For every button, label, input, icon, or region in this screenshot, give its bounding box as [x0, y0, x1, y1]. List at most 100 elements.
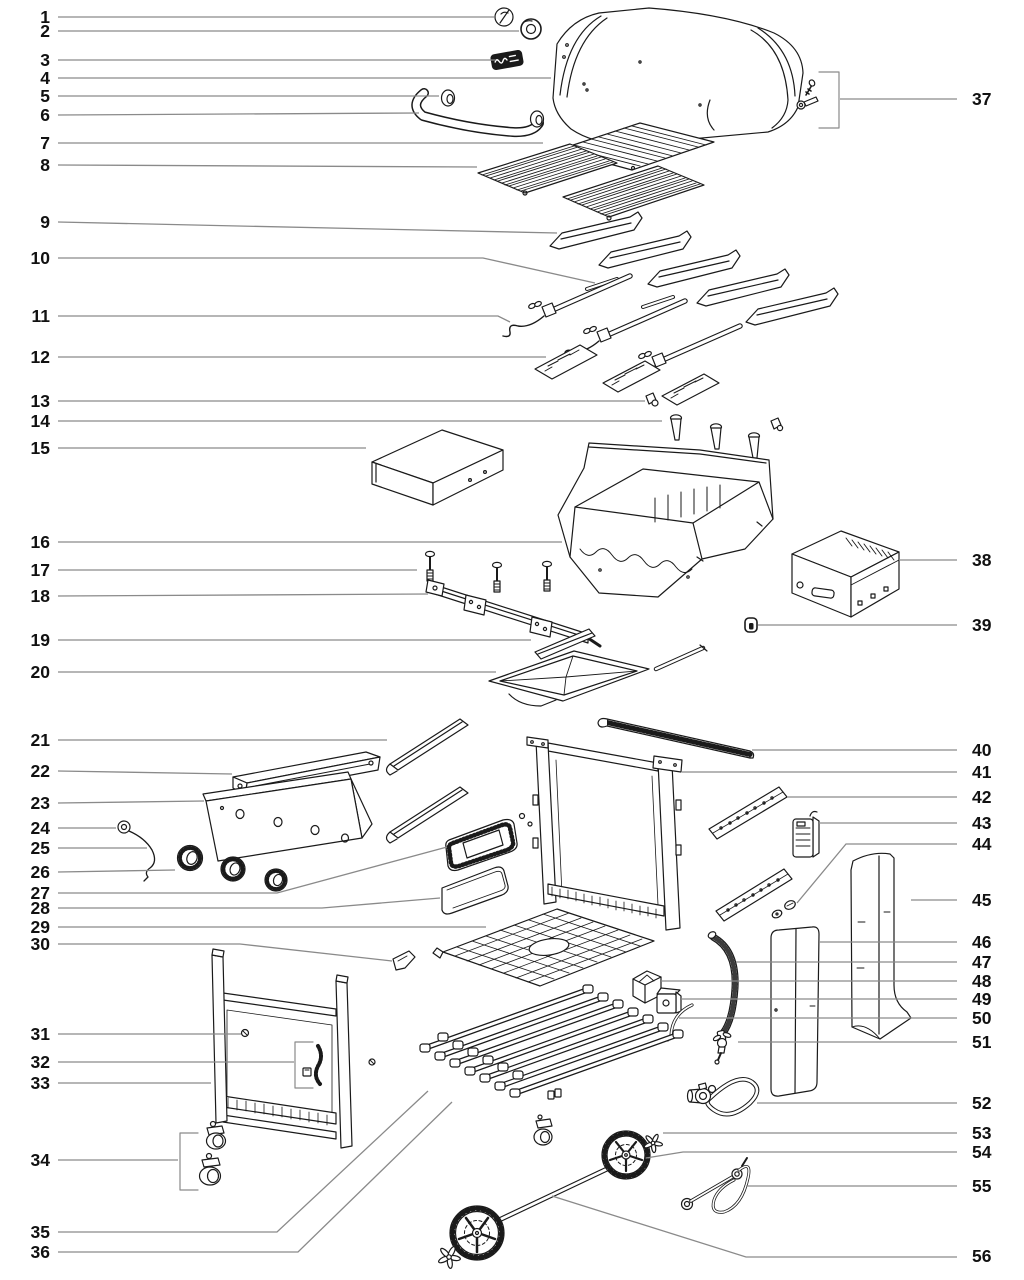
callout-label-1: 1 — [40, 7, 50, 27]
cross-braces — [708, 786, 793, 922]
gas-hose — [707, 931, 739, 1042]
callout-label-12: 12 — [31, 347, 51, 367]
diagram-artwork — [117, 7, 912, 1269]
callout-label-22: 22 — [31, 761, 51, 781]
callout-line-26 — [57, 869, 176, 873]
callout-label-13: 13 — [31, 391, 51, 411]
callout-label-4: 4 — [40, 68, 50, 88]
grommet-small — [744, 617, 758, 633]
callout-label-11: 11 — [32, 306, 51, 326]
callout-line-35 — [58, 1090, 429, 1233]
drip-tray — [488, 650, 650, 707]
front-wheel — [449, 1205, 505, 1261]
callout-line-54 — [645, 1151, 957, 1159]
callout-label-19: 19 — [31, 630, 51, 650]
callout-label-24: 24 — [31, 818, 51, 838]
igniter-wire — [117, 820, 156, 882]
callout-label-10: 10 — [31, 248, 51, 268]
control-panel — [202, 771, 373, 862]
callout-label-32: 32 — [31, 1052, 51, 1072]
wheel-star-caps — [438, 1133, 664, 1269]
callout-label-21: 21 — [31, 730, 51, 750]
callout-line-27 — [58, 846, 448, 894]
callout-line-56 — [551, 1195, 957, 1258]
small-caster — [533, 1088, 562, 1146]
support-rail — [534, 628, 708, 672]
lid-screws — [796, 71, 840, 129]
clip-fasteners — [771, 900, 796, 919]
callout-label-38: 38 — [972, 550, 992, 570]
callout-line-22 — [57, 770, 233, 775]
callout-layer: 1234567891011121314151617181920212223242… — [31, 7, 992, 1266]
callout-label-50: 50 — [972, 1008, 992, 1028]
callout-label-51: 51 — [972, 1032, 992, 1052]
callout-line-36 — [58, 1101, 453, 1253]
cookbox — [557, 442, 774, 598]
callout-label-40: 40 — [972, 740, 992, 760]
callout-label-29: 29 — [31, 917, 51, 937]
callout-line-28 — [58, 897, 441, 909]
handle-grommet-left — [440, 89, 456, 107]
flavorizer-bars — [549, 211, 839, 326]
callout-label-3: 3 — [40, 50, 50, 70]
callout-label-17: 17 — [31, 560, 50, 580]
callout-label-43: 43 — [972, 813, 992, 833]
callout-label-33: 33 — [31, 1073, 51, 1093]
callout-line-9 — [57, 221, 558, 234]
cooking-grates — [477, 143, 705, 221]
callout-label-18: 18 — [31, 586, 51, 606]
callout-label-16: 16 — [31, 532, 51, 552]
callout-label-7: 7 — [40, 133, 50, 153]
catch-tray — [441, 866, 509, 915]
callout-line-8 — [57, 164, 478, 168]
crossover-tubes — [585, 277, 675, 309]
manifold-cover — [371, 429, 504, 506]
callout-label-14: 14 — [31, 411, 51, 431]
heat-deflectors — [534, 344, 720, 406]
callout-label-37: 37 — [972, 89, 991, 109]
callout-line-6 — [57, 112, 420, 116]
callout-label-8: 8 — [40, 155, 50, 175]
control-knobs — [176, 844, 288, 892]
callout-label-52: 52 — [972, 1093, 992, 1113]
callout-line-44 — [796, 843, 957, 904]
regulator-hose — [686, 1077, 760, 1117]
logo-badge — [490, 49, 524, 71]
hanger-tool — [680, 1157, 751, 1214]
callout-label-54: 54 — [972, 1142, 992, 1162]
callout-label-36: 36 — [31, 1242, 51, 1262]
handle-grommet-right — [529, 110, 545, 128]
callout-label-42: 42 — [972, 787, 992, 807]
cart-frame-left — [211, 948, 376, 1149]
callout-label-44: 44 — [972, 834, 992, 854]
callout-label-30: 30 — [31, 934, 51, 954]
thermometer-part — [494, 7, 542, 40]
callout-label-31: 31 — [31, 1024, 51, 1044]
callout-label-25: 25 — [31, 838, 51, 858]
manifold — [425, 579, 602, 648]
rear-wheel — [601, 1130, 651, 1180]
callout-line-23 — [57, 800, 205, 804]
side-table-rails — [385, 718, 469, 844]
callout-label-9: 9 — [40, 212, 50, 232]
callout-label-39: 39 — [972, 615, 992, 635]
callout-label-35: 35 — [31, 1222, 51, 1242]
callout-label-56: 56 — [972, 1246, 992, 1266]
igniter-module — [792, 810, 820, 858]
frame-clip — [392, 950, 416, 971]
callout-label-47: 47 — [972, 952, 991, 972]
callout-label-34: 34 — [31, 1150, 51, 1170]
callout-label-23: 23 — [31, 793, 51, 813]
callout-line-18 — [57, 593, 429, 597]
battery-detail — [294, 1041, 323, 1089]
callout-label-46: 46 — [972, 932, 992, 952]
callout-line-30 — [58, 943, 393, 962]
callout-label-49: 49 — [972, 989, 992, 1009]
door-panel — [770, 926, 820, 1097]
callout-label-48: 48 — [972, 971, 992, 991]
callout-label-20: 20 — [31, 662, 51, 682]
lid — [552, 7, 804, 145]
slide-rail — [597, 717, 755, 759]
